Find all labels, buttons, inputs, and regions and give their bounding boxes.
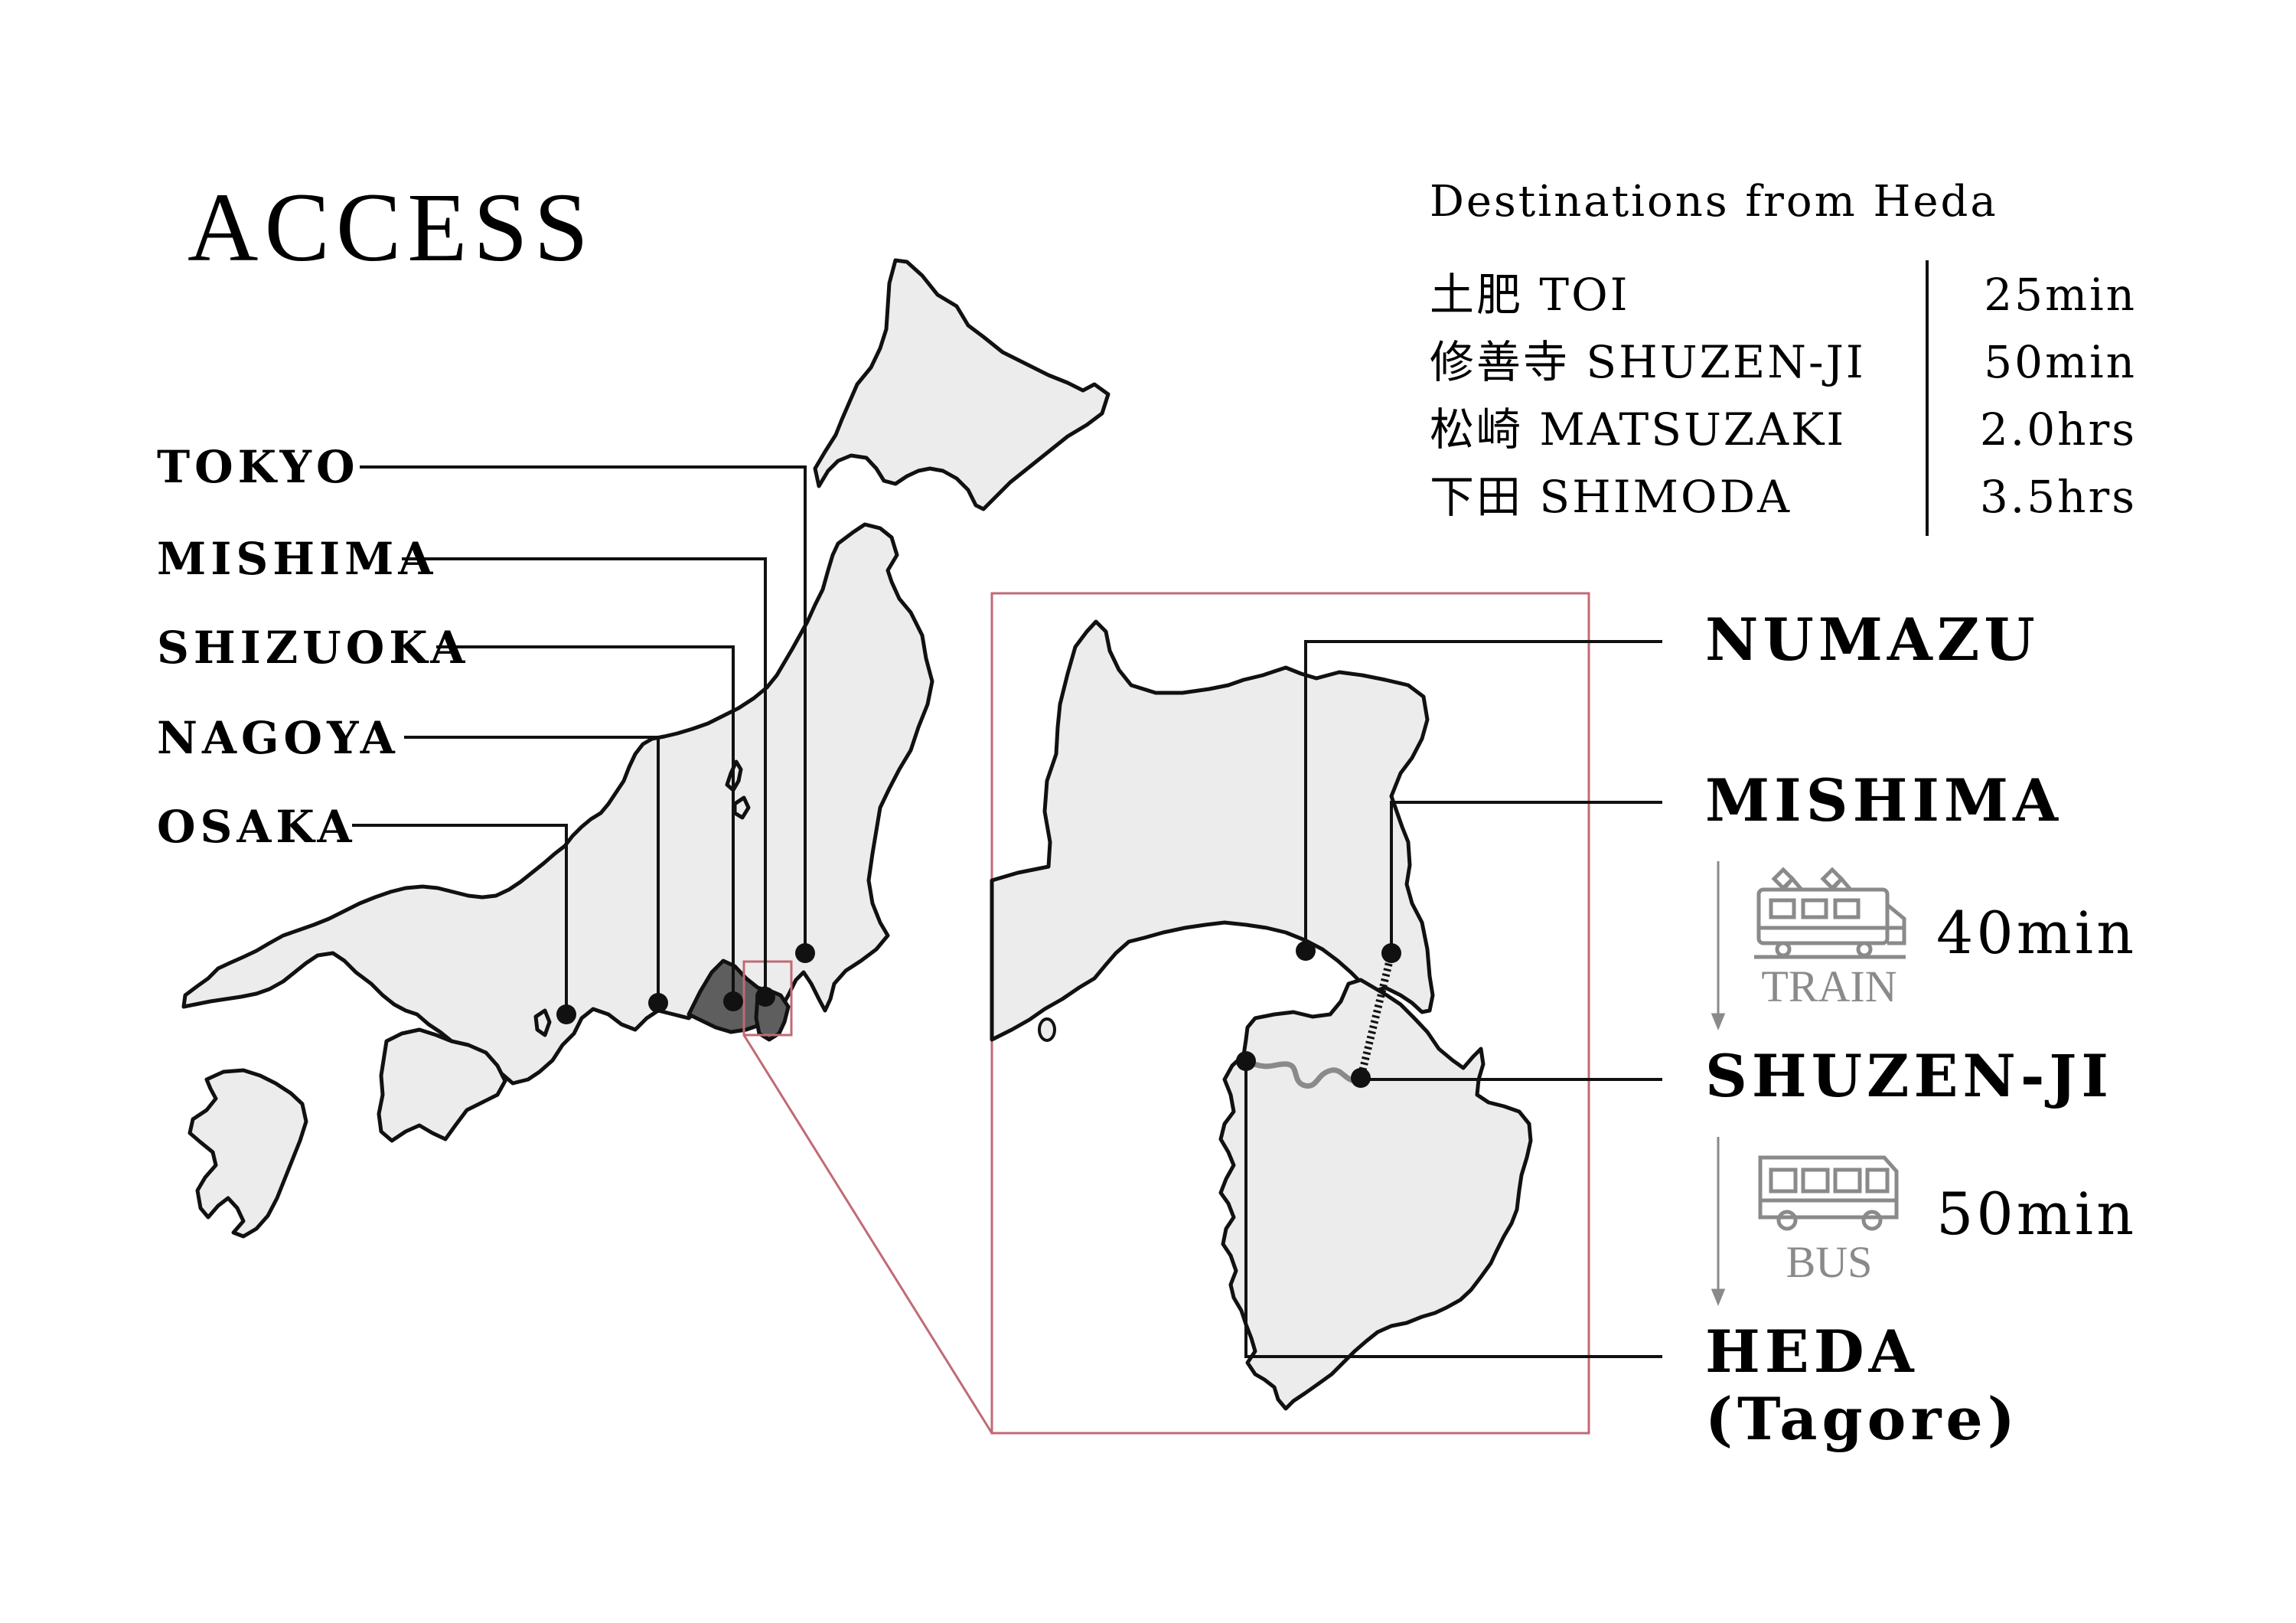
table-row-time: 2.0hrs [1980, 403, 2137, 456]
table-row-name: 土肥 TOI [1430, 269, 1630, 321]
route-arrows [1711, 861, 1726, 1306]
bus-time: 50min [1936, 1180, 2137, 1248]
honshu-island [181, 522, 934, 1086]
city-label-osaka: OSAKA [157, 801, 356, 853]
train-mode-label: TRAIN [1761, 962, 1896, 1011]
heda-marker [1236, 1051, 1256, 1071]
inset-islets [1038, 1017, 1056, 1042]
inset-leader-lines [1244, 640, 1662, 1358]
destinations-table: Destinations from Heda 土肥 TOI 25min 修善寺 … [1430, 177, 2137, 536]
city-label-shizuoka: SHIZUOKA [157, 622, 469, 674]
shikoku-island [377, 1027, 507, 1143]
station-label-mishima: MISHIMA [1705, 766, 2063, 834]
inset-map [990, 619, 1533, 1411]
city-label-tokyo: TOKYO [157, 441, 359, 493]
tokyo-marker [795, 943, 815, 963]
kyushu-island [188, 1068, 308, 1239]
table-row-time: 3.5hrs [1980, 471, 2137, 523]
bus-mode-label: BUS [1786, 1237, 1873, 1287]
nagoya-marker [648, 993, 668, 1013]
city-label-nagoya: NAGOYA [157, 712, 400, 764]
inset-izu-peninsula [1218, 978, 1533, 1411]
inset-connector [742, 1034, 993, 1434]
page-title: ACCESS [188, 173, 595, 282]
table-row-time: 50min [1984, 336, 2137, 388]
table-row-time: 25min [1984, 269, 2137, 321]
bus-icon [1758, 1155, 1899, 1231]
inset-markers [1236, 941, 1401, 1088]
table-row-name: 修善寺 SHUZEN-JI [1430, 336, 1866, 388]
train-time: 40min [1936, 899, 2137, 967]
station-label-heda: HEDA [1705, 1318, 1919, 1386]
hokkaido-island [813, 258, 1110, 511]
numazu-marker [1296, 941, 1316, 961]
city-leader-lines [352, 465, 807, 1014]
awaji-island [533, 1008, 552, 1037]
osaka-marker [556, 1004, 576, 1024]
bus-road [1244, 1058, 1362, 1089]
table-row-name: 下田 SHIMODA [1430, 471, 1792, 523]
station-label-numazu: NUMAZU [1705, 606, 2040, 674]
sado-island [732, 795, 751, 820]
mishima-station-marker [1381, 943, 1401, 963]
table-row-name: 松崎 MATSUZAKI [1430, 403, 1846, 456]
city-label-mishima: MISHIMA [157, 533, 437, 585]
city-markers [556, 943, 815, 1024]
inset-mainland [990, 619, 1435, 1042]
mishima-marker [755, 987, 775, 1007]
shuzenji-marker [1351, 1068, 1371, 1088]
station-label-tagore: (Tagore) [1705, 1385, 2020, 1453]
shizuoka-marker [723, 991, 743, 1011]
train-icon [1754, 867, 1906, 959]
inset-indicator [742, 960, 793, 1037]
islet [1038, 1017, 1056, 1042]
table-heading: Destinations from Heda [1430, 177, 1998, 227]
station-label-shuzenji: SHUZEN-JI [1705, 1042, 2113, 1110]
